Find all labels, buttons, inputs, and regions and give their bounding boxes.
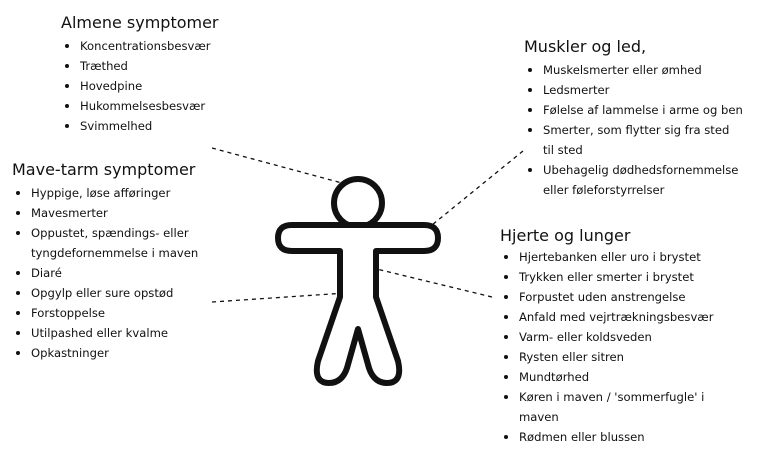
list-item: Følelse af lammelse i arme og ben <box>524 100 743 120</box>
symptom-list: Hjertebanken eller uro i brystet Trykken… <box>500 247 713 447</box>
list-item: Rysten eller sitren <box>500 347 713 367</box>
list-item: Hyppige, løse afføringer <box>12 183 198 203</box>
list-item: Træthed <box>61 56 219 76</box>
list-item: Køren i maven / 'sommerfugle' i <box>500 387 713 407</box>
group-title: Almene symptomer <box>61 13 219 32</box>
group-mave-tarm-symptomer: Mave-tarm symptomer Hyppige, løse afføri… <box>12 160 198 363</box>
group-hjerte-og-lunger: Hjerte og lunger Hjertebanken eller uro … <box>500 226 713 447</box>
list-item: Svimmelhed <box>61 116 219 136</box>
group-title: Mave-tarm symptomer <box>12 160 196 179</box>
list-item: Diaré <box>12 263 198 283</box>
list-item: Rødmen eller blussen <box>500 427 713 447</box>
connector-mave <box>211 292 347 303</box>
group-muskler-og-led: Muskler og led, Muskelsmerter eller ømhe… <box>524 37 743 200</box>
group-title: Muskler og led, <box>524 37 647 56</box>
list-item: Opkastninger <box>12 343 198 363</box>
list-item: Hukommelsesbesvær <box>61 96 219 116</box>
list-item: Anfald med vejrtrækningsbesvær <box>500 307 713 327</box>
list-item: Varm- eller koldsveden <box>500 327 713 347</box>
list-item: Mundtørhed <box>500 367 713 387</box>
list-item: Koncentrationsbesvær <box>61 36 219 56</box>
figure-body <box>275 222 441 386</box>
list-item: Muskelsmerter eller ømhed <box>524 60 743 80</box>
list-item: tyngdefornemmelse i maven <box>31 246 199 260</box>
human-body-figure-icon <box>275 176 441 386</box>
list-item: Hovedpine <box>61 76 219 96</box>
list-item: til sted <box>543 143 583 157</box>
list-item: Smerter, som flytter sig fra sted <box>524 120 743 140</box>
list-item: Opgylp eller sure opstød <box>12 283 198 303</box>
group-title: Hjerte og lunger <box>500 226 631 245</box>
group-almene-symptomer: Almene symptomer Koncentrationsbesvær Tr… <box>61 13 219 136</box>
symptom-list: Koncentrationsbesvær Træthed Hovedpine H… <box>61 36 219 136</box>
connector-muskler <box>431 150 524 226</box>
list-item: Oppustet, spændings- eller <box>12 223 198 243</box>
list-item: Forstoppelse <box>12 303 198 323</box>
list-item: Trykken eller smerter i brystet <box>500 267 713 287</box>
list-item: Ledsmerter <box>524 80 743 100</box>
connector-almene <box>211 147 343 184</box>
list-item: Utilpashed eller kvalme <box>12 323 198 343</box>
symptom-list: Muskelsmerter eller ømhed Ledsmerter Føl… <box>524 60 743 200</box>
list-item: maven <box>519 410 559 424</box>
symptom-list: Hyppige, løse afføringer Mavesmerter Opp… <box>12 183 198 363</box>
figure-head <box>331 176 385 230</box>
list-item: Ubehagelig dødhedsfornemmelse <box>524 160 743 180</box>
list-item: Forpustet uden anstrengelse <box>500 287 713 307</box>
list-item: Mavesmerter <box>12 203 198 223</box>
list-item: eller føleforstyrrelser <box>543 183 665 197</box>
list-item: Hjertebanken eller uro i brystet <box>500 247 713 267</box>
